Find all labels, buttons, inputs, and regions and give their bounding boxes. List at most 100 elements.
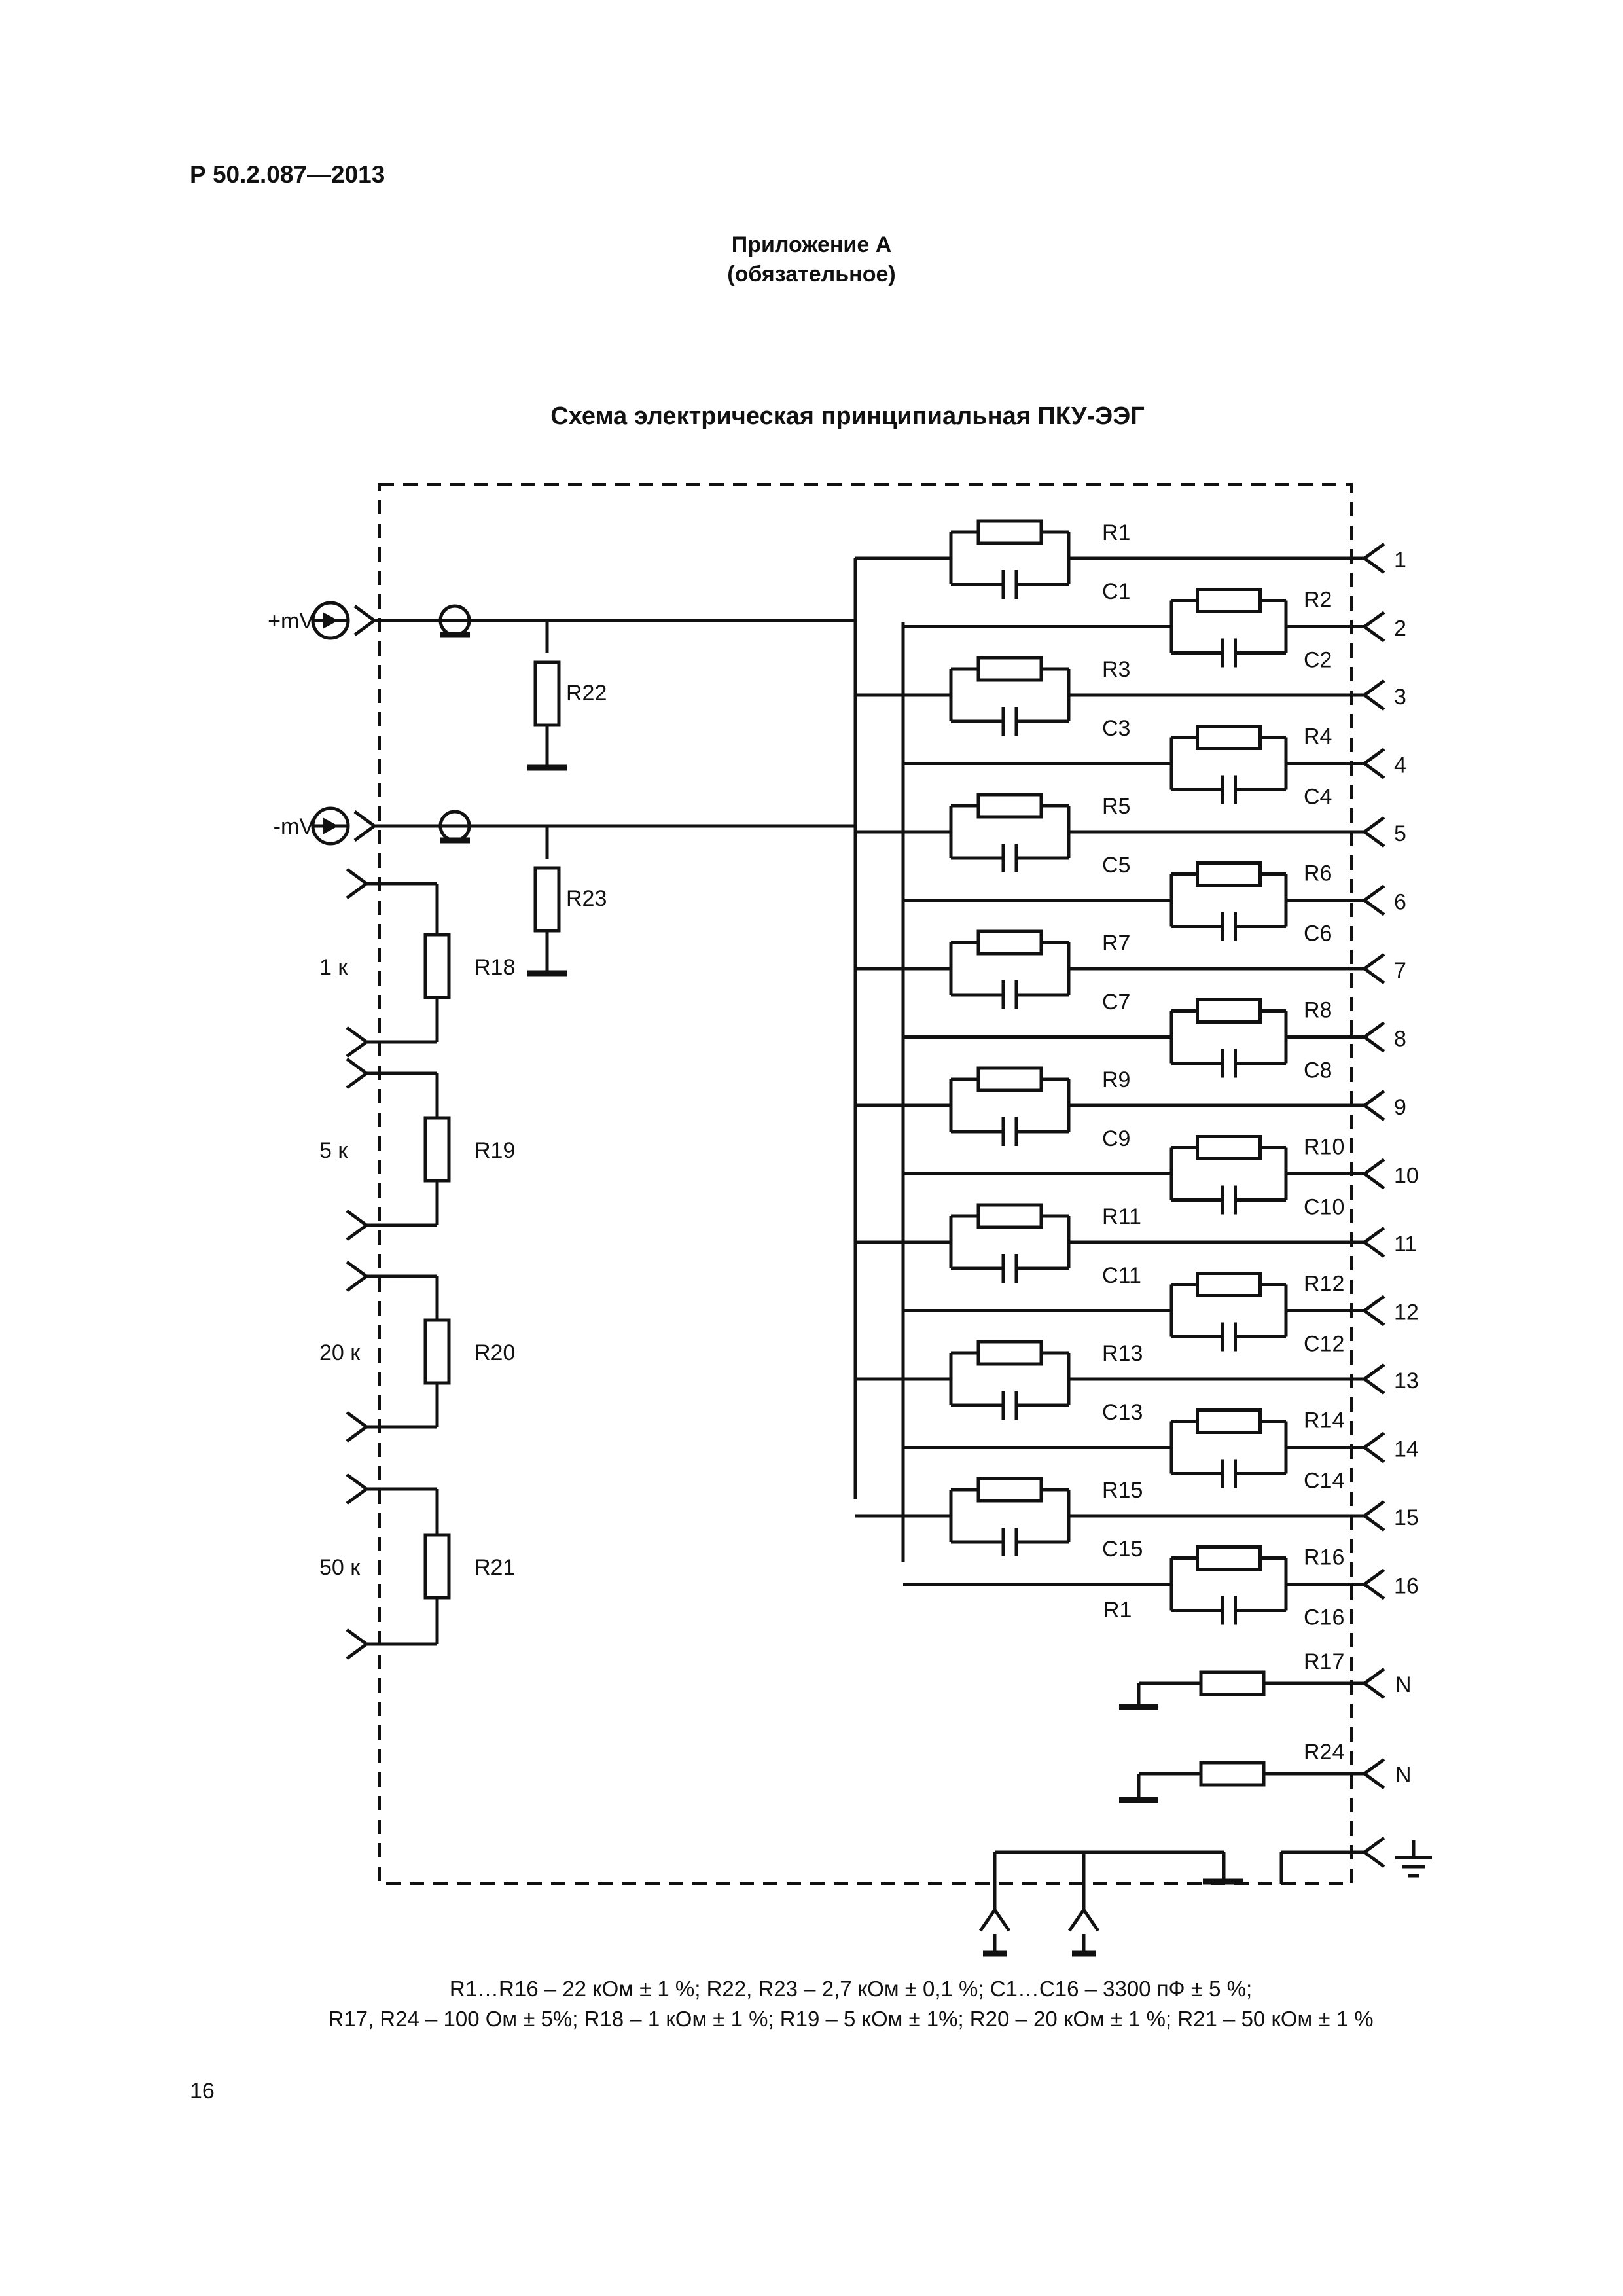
wire [1361,1089,1385,1122]
output-number-label: 5 [1394,821,1406,846]
resistor [1196,1408,1262,1434]
channel-8 [903,998,1385,1078]
channel-resistor-label: R9 [1102,1067,1130,1092]
channel-12 [903,1272,1385,1352]
output-number-label: 10 [1394,1164,1419,1189]
enclosure-border [378,483,1353,1885]
wire [346,1057,370,1090]
output-number-label: 7 [1394,958,1406,983]
channel-capacitor-label: C13 [1102,1400,1143,1425]
channel-resistor-label: R12 [1304,1272,1344,1297]
output-number-label: 6 [1394,890,1406,915]
shunt-label-R23: R23 [566,886,607,911]
channel-10 [903,1135,1385,1215]
channel-capacitor-label: C2 [1304,648,1332,673]
wire [1361,816,1385,848]
channel-capacitor-label: C11 [1102,1263,1141,1288]
output-number-label: 4 [1394,753,1406,778]
wire [1361,679,1385,711]
wire [1361,1158,1385,1190]
input-minus-label: -mV [274,814,315,839]
channel-13 [855,1340,1385,1420]
divider-resistor-label: R19 [474,1138,515,1163]
channel-capacitor-label: C7 [1102,990,1130,1014]
output-number-label: 13 [1394,1369,1419,1393]
channel-5 [855,793,1385,872]
channel-capacitor-label: C5 [1102,853,1130,878]
channel-capacitor-label: C16 [1304,1605,1344,1630]
divider-value-label: 50 к [319,1555,361,1580]
channel-7 [855,929,1385,1009]
output-number-label: 2 [1394,617,1406,641]
output-number-label: 3 [1394,685,1406,709]
wire [353,810,378,842]
wire [346,867,370,900]
wire [1361,1568,1385,1600]
resistor [533,660,561,727]
resistor [976,1066,1043,1092]
channel-capacitor-label: C1 [1102,579,1130,604]
channel-resistor-label: R4 [1304,725,1332,749]
divider-value-label: 1 к [319,955,348,980]
wire [1361,747,1385,780]
channel-14 [903,1408,1385,1488]
neutral-output-label: N [1395,1672,1412,1697]
neutral-resistor-label: R24 [1304,1740,1344,1765]
divider-resistor-label: R20 [474,1340,515,1365]
wire [1361,611,1385,643]
component-notes-line-2: R17, R24 – 100 Ом ± 5%; R18 – 1 кОм ± 1 … [328,2007,1374,2031]
resistor [976,929,1043,956]
wire [346,1260,370,1293]
wire [353,604,378,637]
channel-capacitor-label: C9 [1102,1126,1130,1151]
wire [1067,1907,1100,1932]
resistor [1196,861,1262,887]
wire [1361,1667,1385,1700]
channel-2 [903,588,1385,668]
channel-resistor-label: R3 [1102,657,1130,682]
channel-resistor-label: R15 [1102,1478,1143,1503]
document-number: Р 50.2.087—2013 [190,161,385,188]
channel-capacitor-label: C10 [1304,1195,1344,1220]
wire [1361,1295,1385,1327]
resistor [423,1318,451,1385]
resistor [976,1203,1043,1229]
resistor [976,656,1043,682]
channel-resistor-label: R14 [1304,1408,1344,1433]
channel-capacitor-label: C8 [1304,1058,1332,1083]
channel-resistor-label: R8 [1304,998,1332,1023]
resistor [423,1533,451,1600]
channel-9 [855,1066,1385,1146]
resistor [1196,1545,1262,1571]
channel-resistor-label: R13 [1102,1341,1143,1366]
channel-capacitor-label: C4 [1304,785,1332,810]
resistor [1196,998,1262,1024]
output-number-label: 11 [1394,1232,1417,1257]
channel-3 [855,656,1385,736]
channel-15 [855,1477,1385,1556]
resistor [423,1116,451,1183]
shunt-label-R22: R22 [566,681,607,706]
wire [1361,1431,1385,1463]
resistor [1199,1670,1266,1696]
wire [1361,1499,1385,1532]
wire [1361,1021,1385,1053]
page-number: 16 [190,2079,215,2104]
resistor [423,933,451,999]
divider-value-label: 20 к [319,1340,361,1365]
neutral-output-label: N [1395,1763,1412,1787]
extra-resistor-label: R1 [1103,1598,1132,1623]
wire [1361,1363,1385,1395]
wire [346,1026,370,1058]
channel-6 [903,861,1385,941]
divider-resistor-label: R21 [474,1555,515,1580]
output-number-label: 1 [1394,548,1406,573]
output-number-label: 9 [1394,1095,1406,1120]
channel-resistor-label: R7 [1102,931,1130,956]
channel-network [855,519,1385,1625]
channel-resistor-label: R6 [1304,861,1332,886]
channel-resistor-label: R11 [1102,1204,1141,1229]
channel-capacitor-label: C12 [1304,1332,1344,1357]
